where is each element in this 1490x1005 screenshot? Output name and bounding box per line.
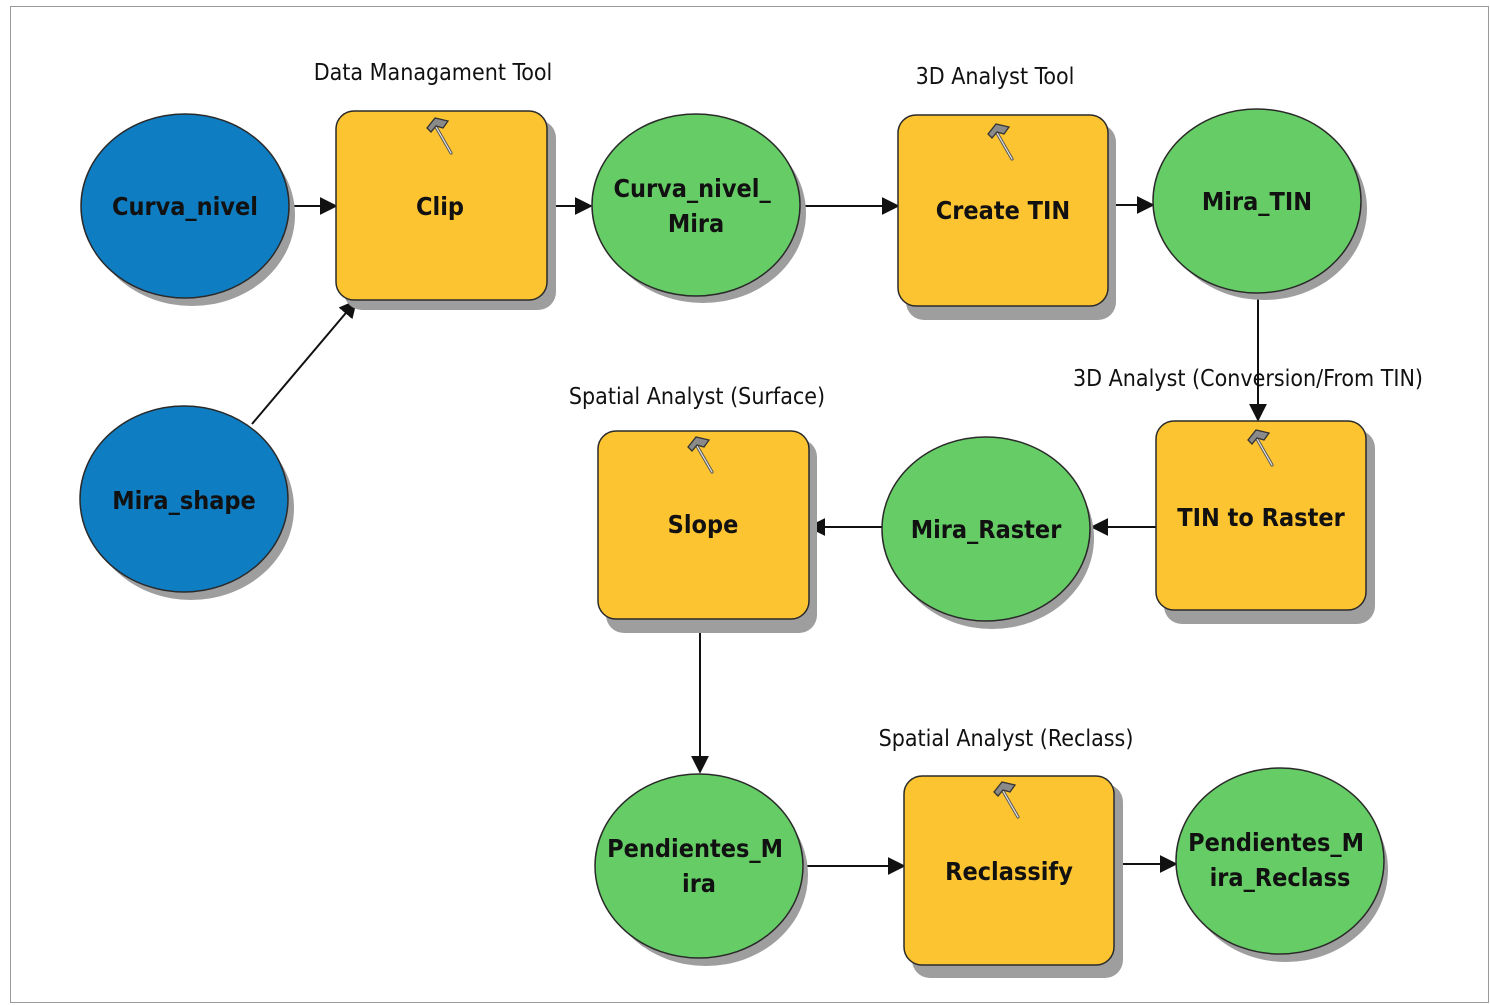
tool-create-tin[interactable]: Create TIN bbox=[897, 114, 1116, 320]
node-label: Slope bbox=[668, 510, 739, 539]
group-label-spatial-surface: Spatial Analyst (Surface) bbox=[569, 384, 825, 410]
node-label: Curva_nivel bbox=[112, 192, 258, 221]
svg-text:Pendientes_M ira_Reclass: Pendientes_M ira_Reclass bbox=[1188, 828, 1372, 892]
group-label-3d-analyst: 3D Analyst Tool bbox=[916, 64, 1075, 90]
node-label: Clip bbox=[416, 192, 464, 221]
svg-text:Create TIN: Create TIN bbox=[936, 196, 1070, 225]
tool-clip[interactable]: Clip bbox=[335, 110, 556, 310]
node-label: Mira_shape bbox=[112, 486, 256, 515]
output-curva-nivel-mira[interactable]: Curva_nivel_ Mira bbox=[591, 113, 806, 303]
node-label-line-1: Pendientes_M bbox=[1188, 828, 1364, 857]
output-pendientes-mira-reclass[interactable]: Pendientes_M ira_Reclass bbox=[1175, 767, 1388, 962]
node-label: Reclassify bbox=[945, 857, 1073, 886]
tool-tin-to-raster[interactable]: TIN to Raster bbox=[1155, 420, 1375, 624]
node-label: TIN to Raster bbox=[1177, 503, 1345, 532]
node-label-line-1: Curva_nivel_ bbox=[613, 174, 771, 203]
svg-text:TIN to Raster: TIN to Raster bbox=[1177, 503, 1345, 532]
node-label: Create TIN bbox=[936, 196, 1070, 225]
svg-text:Curva_nivel: Curva_nivel bbox=[112, 192, 258, 221]
group-label-data-management: Data Managament Tool bbox=[314, 60, 553, 86]
tool-reclassify[interactable]: Reclassify bbox=[903, 775, 1123, 978]
node-label-line-2: Mira bbox=[668, 209, 724, 238]
group-label-spatial-reclass: Spatial Analyst (Reclass) bbox=[879, 726, 1134, 752]
output-mira-raster[interactable]: Mira_Raster bbox=[881, 436, 1094, 629]
node-label-line-2: ira bbox=[682, 869, 716, 898]
group-label-3d-analyst-conversion: 3D Analyst (Conversion/From TIN) bbox=[1073, 366, 1423, 392]
svg-text:Pendientes_M ira: Pendientes_M ira bbox=[607, 834, 791, 898]
svg-text:Slope: Slope bbox=[668, 510, 739, 539]
tool-slope[interactable]: Slope bbox=[597, 430, 817, 633]
node-label-line-2: ira_Reclass bbox=[1210, 863, 1351, 892]
input-curva-nivel[interactable]: Curva_nivel bbox=[80, 113, 295, 306]
svg-text:Reclassify: Reclassify bbox=[945, 857, 1073, 886]
input-mira-shape[interactable]: Mira_shape bbox=[79, 405, 294, 600]
svg-text:Mira_Raster: Mira_Raster bbox=[911, 515, 1063, 544]
svg-text:Mira_TIN: Mira_TIN bbox=[1202, 187, 1312, 216]
node-label-line-1: Pendientes_M bbox=[607, 834, 783, 863]
output-mira-tin[interactable]: Mira_TIN bbox=[1152, 108, 1367, 300]
svg-text:Mira_shape: Mira_shape bbox=[112, 486, 256, 515]
edge-mira-shape-to-clip bbox=[251, 299, 358, 425]
svg-text:Clip: Clip bbox=[416, 192, 464, 221]
node-label: Mira_Raster bbox=[911, 515, 1063, 544]
node-label: Mira_TIN bbox=[1202, 187, 1312, 216]
output-pendientes-mira[interactable]: Pendientes_M ira bbox=[594, 773, 808, 966]
connectors bbox=[251, 196, 1267, 875]
svg-text:Curva_nivel_ Mira: Curva_nivel_ Mira bbox=[613, 174, 778, 238]
